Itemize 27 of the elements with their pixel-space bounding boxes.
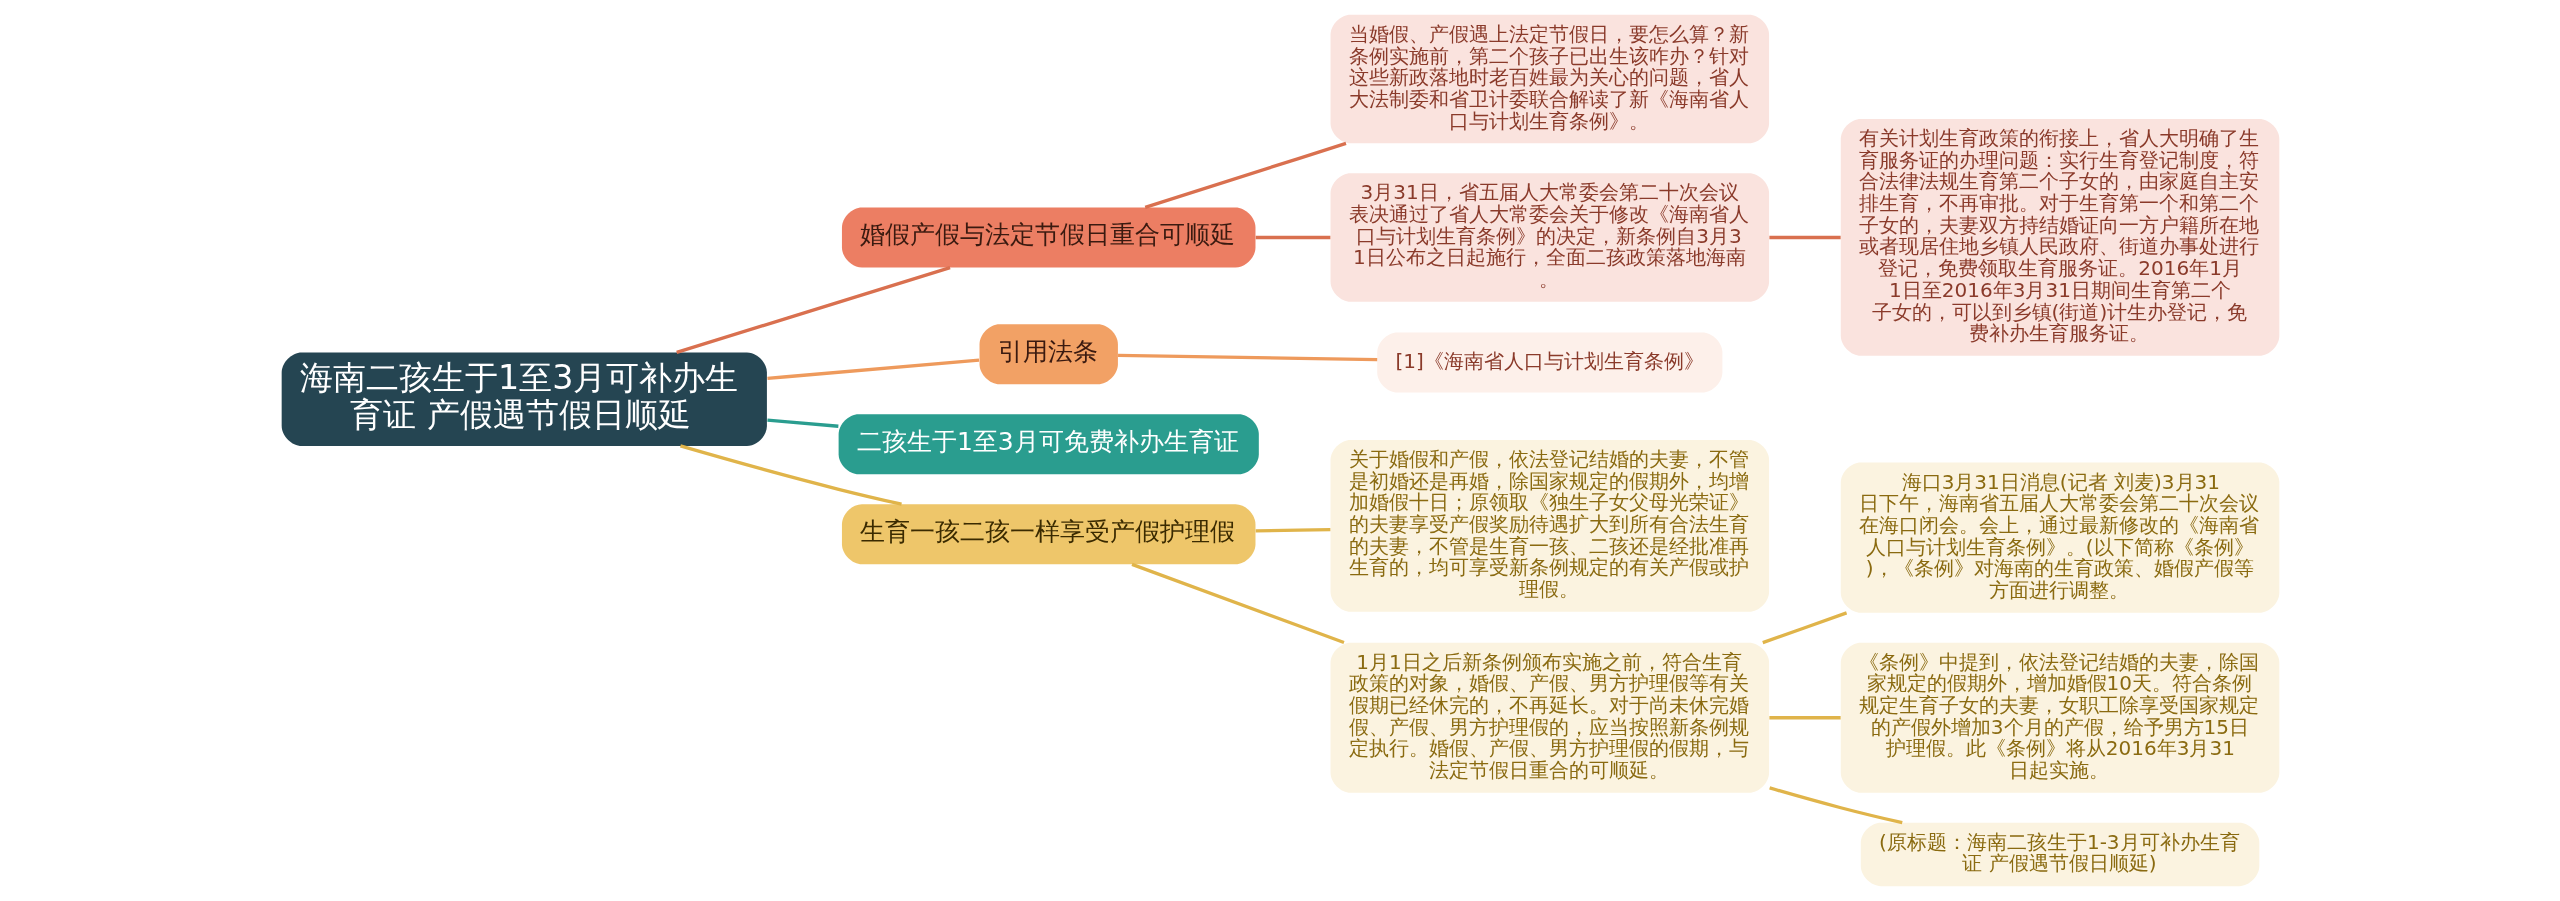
node-box: 海南二孩生于1至3月可补办生育证 产假遇节假日顺延 [281, 352, 767, 446]
connector [1761, 611, 1847, 645]
node-box: 3月31日，省五届人大常委会第二十次会议表决通过了省人大常委会关于修改《海南省人口与计划生育条例》的决定，新条例自3月31日公布之日起施行，全面二孩政策落地海南。 [1330, 173, 1769, 302]
node-box: 二孩生于1至3月可免费补办生育证 [838, 414, 1259, 475]
connector [1130, 562, 1345, 645]
connector [1144, 141, 1346, 209]
connector [766, 358, 979, 380]
connector [1768, 716, 1841, 720]
connector [766, 418, 838, 428]
node-box: 生育一孩二孩一样享受产假护理假 [841, 504, 1255, 565]
node-box: 婚假产假与法定节假日重合可顺延 [841, 207, 1255, 268]
node-box: 海口3月31日消息(记者 刘麦)3月31日下午，海南省五届人大常委会第二十次会议在海口闭会。会上，通过最新修改的《海南省人口与计划生育条例》。(以下简称《条例》)，《条例》对海南的生育政策、婚假产假等方面进行调整。 [1840, 462, 2279, 613]
connector [1117, 353, 1377, 362]
node-box: 当婚假、产假遇上法定节假日，要怎么算？新条例实施前，第二个孩子已出生该咋办？针对这些新政落地时老百姓最为关心的问题，省人大法制委和省卫计委联合解读了新《海南省人口与计划生育条例》。 [1330, 14, 1769, 144]
node-box: 有关计划生育政策的衔接上，省人大明确了生育服务证的办理问题：实行生育登记制度，符合法律法规生育第二个子女的，由家庭自主安排生育，不再审批。对于生育第一个和第二个子女的，夫妻双方持结婚证向一方户籍所在地或者现居住地乡镇人民政府、街道办事处进行登记，免费领取生育服务证。2016年1月1日至2016年3月31日期间生育第二个子女的，可以到乡镇(街道)计生办登记，免费补办生育服务证。 [1840, 119, 2279, 356]
connector [1255, 235, 1330, 240]
node-box: 引用法条 [979, 324, 1118, 385]
node-box: 《条例》中提到，依法登记结婚的夫妻，除国家规定的假期外，增加婚假10天。符合条例规定生育子女的夫妻，女职工除享受国家规定的产假外增加3个月的产假，给予男方15日护理假。此《条例》将从2016年3月31日起实施。 [1840, 642, 2279, 793]
node-box: (原标题：海南二孩生于1-3月可补办生育证 产假遇节假日顺延) [1860, 822, 2259, 887]
connector [675, 266, 951, 355]
connector [1768, 786, 1903, 825]
node-box: [1]《海南省人口与计划生育条例》 [1376, 332, 1722, 393]
connector [679, 444, 902, 506]
connector [1768, 235, 1841, 240]
node-box: 关于婚假和产假，依法登记结婚的夫妻，不管是初婚还是再婚，除国家规定的假期外，均增加婚假十日；原领取《独生子女父母光荣证》的夫妻享受产假奖励待遇扩大到所有合法生育的夫妻，不管是生育一孩、二孩还是经批准再生育的，均可享受新条例规定的有关产假或护理假。 [1330, 440, 1769, 612]
node-box: 1月1日之后新条例颁布实施之前，符合生育政策的对象，婚假、产假、男方护理假等有关假期已经休完的，不再延长。对于尚未休完婚假、产假、男方护理假的，应当按照新条例规定执行。婚假、产假、男方护理假的假期，与法定节假日重合的可顺延。 [1330, 642, 1769, 793]
connector [1255, 527, 1330, 533]
